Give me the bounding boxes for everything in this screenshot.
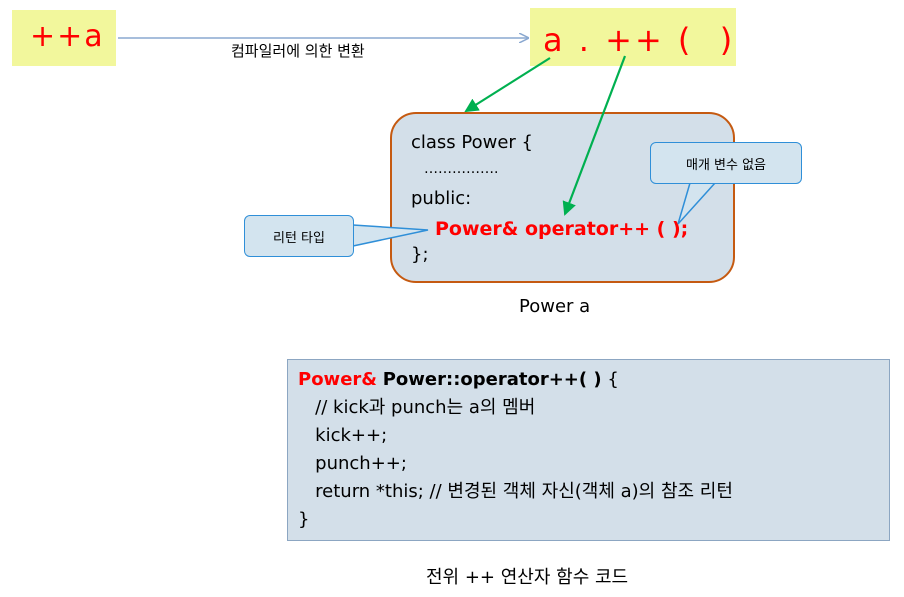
object-label: Power a xyxy=(519,296,591,317)
object-arrow xyxy=(464,57,551,113)
return-type-callout-text: 리턴 타입 xyxy=(273,230,325,246)
impl-return-type: Power& xyxy=(298,369,377,390)
return-type-callout: 리턴 타입 xyxy=(244,215,354,257)
return-type-callout-tail xyxy=(352,224,429,247)
source-expression: ++a xyxy=(30,19,105,54)
impl-line-2: // kick과 punch는 a의 멤버 xyxy=(298,397,536,418)
impl-line-3: kick++; xyxy=(298,425,388,446)
impl-function-name: Power::operator++( ) xyxy=(382,369,602,390)
conversion-label: 컴파일러에 의한 변환 xyxy=(231,42,365,60)
no-params-callout-tail xyxy=(677,182,716,225)
class-decl-line-5: }; xyxy=(411,244,429,265)
implementation-box xyxy=(287,359,890,541)
class-decl-line-1: class Power { xyxy=(411,132,534,153)
operator-arrow xyxy=(562,55,627,216)
operator-declaration: Power& operator++ ( ); xyxy=(435,218,689,240)
class-declaration-box xyxy=(390,112,735,283)
no-params-callout: 매개 변수 없음 xyxy=(650,142,802,184)
impl-line-4: punch++; xyxy=(298,453,407,474)
class-decl-line-2: ……………. xyxy=(424,161,499,177)
compiled-expression: a . ++ ( ) xyxy=(543,21,736,59)
impl-line-6: } xyxy=(298,509,310,530)
impl-open-brace: { xyxy=(601,369,619,390)
class-decl-line-3: public: xyxy=(411,188,472,209)
impl-signature: Power& Power::operator++( ) { xyxy=(298,371,619,389)
caption: 전위 ++ 연산자 함수 코드 xyxy=(426,567,629,588)
source-expression-box xyxy=(12,10,116,66)
no-params-callout-text: 매개 변수 없음 xyxy=(685,157,767,173)
compiled-expression-box xyxy=(530,8,736,66)
impl-line-5: return *this; // 변경된 객체 자신(객체 a)의 참조 리턴 xyxy=(298,481,733,502)
